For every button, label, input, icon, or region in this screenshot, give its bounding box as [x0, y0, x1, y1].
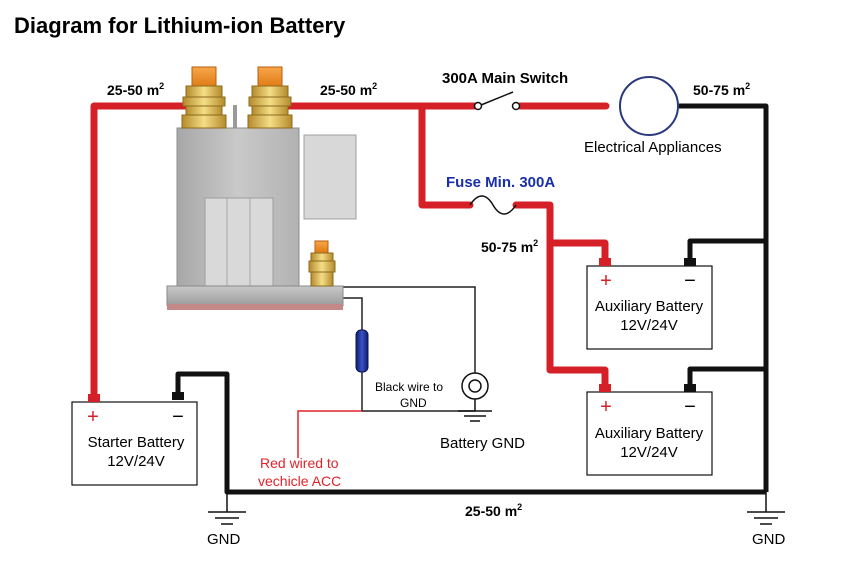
red-cables	[90, 102, 610, 397]
battery-voltage: 12V/24V	[620, 317, 678, 334]
battery-body	[586, 265, 713, 350]
terminal-cap	[191, 66, 217, 88]
negative-terminal	[172, 392, 184, 400]
battery-voltage: 12V/24V	[620, 444, 678, 461]
terminal-right	[247, 66, 293, 129]
battery-name: Auxiliary Battery	[595, 298, 704, 315]
fuse-symbol	[469, 195, 517, 215]
isolator-base	[166, 285, 344, 307]
black-wire-label-line1: Black wire to	[375, 380, 443, 394]
terminal-small	[308, 240, 336, 287]
fuse-label: Fuse Min. 300A	[446, 174, 555, 191]
isolator-pin	[233, 105, 237, 131]
positive-terminal	[599, 384, 611, 392]
battery-name: Starter Battery	[88, 434, 185, 451]
electrical-appliances-label: Electrical Appliances	[584, 139, 722, 156]
starter-negative-cable	[175, 371, 766, 495]
electrical-appliances-symbol	[619, 76, 679, 136]
cable-size-label-ground: 25-50 m2	[465, 502, 522, 519]
positive-terminal	[599, 258, 611, 266]
main-switch-label: 300A Main Switch	[442, 70, 568, 87]
black-wire-label-line2: GND	[400, 396, 427, 410]
negative-sign: −	[684, 270, 696, 292]
positive-sign: +	[87, 406, 99, 428]
terminal-cap	[314, 240, 329, 254]
page-title: Diagram for Lithium-ion Battery	[14, 13, 346, 38]
aux2-negative-cable	[687, 366, 766, 384]
red-wire-label-line2: vechicle ACC	[258, 473, 341, 489]
negative-terminal	[684, 384, 696, 392]
inline-fuse	[355, 329, 369, 373]
main-switch-symbol	[473, 91, 521, 111]
terminal-cap	[257, 66, 283, 88]
negative-terminal	[684, 258, 696, 266]
gnd-label-left: GND	[207, 531, 241, 548]
isolator-label-panel	[303, 134, 357, 220]
positive-terminal	[88, 394, 100, 402]
aux1-negative-cable	[687, 238, 766, 258]
red-wire-label-line1: Red wired to	[260, 455, 339, 471]
negative-sign: −	[172, 406, 184, 428]
battery-body	[71, 401, 198, 486]
cable-size-label-starter: 25-50 m2	[107, 81, 164, 98]
battery-isolator	[166, 66, 357, 310]
battery-gnd-label: Battery GND	[440, 435, 525, 452]
negative-sign: −	[684, 396, 696, 418]
battery-voltage: 12V/24V	[107, 453, 165, 470]
gnd-label-right: GND	[752, 531, 786, 548]
red-acc-wire	[297, 410, 362, 458]
starter-positive-cable	[90, 102, 200, 397]
gnd-symbol-left	[208, 492, 246, 525]
positive-sign: +	[600, 270, 612, 292]
control-wire-top	[340, 297, 363, 330]
black-ground-wire	[340, 286, 476, 374]
cable-size-label-aux: 50-75 m2	[481, 238, 538, 255]
appliance-return-cable	[679, 103, 769, 492]
battery-name: Auxiliary Battery	[595, 425, 704, 442]
cable-size-label-relay: 25-50 m2	[320, 81, 377, 98]
auxiliary-battery-1: + − Auxiliary Battery 12V/24V	[586, 258, 713, 350]
battery-body	[586, 391, 713, 476]
black-cables	[175, 103, 769, 495]
auxiliary-battery-2: + − Auxiliary Battery 12V/24V	[586, 384, 713, 476]
gnd-symbol-right	[747, 492, 785, 525]
ground-lug	[458, 372, 492, 422]
fuse-feed-cable	[418, 102, 474, 209]
positive-sign: +	[600, 396, 612, 418]
isolator-window	[204, 197, 274, 287]
terminal-left	[181, 66, 227, 129]
starter-battery: + − Starter Battery 12V/24V	[71, 392, 198, 486]
cable-size-label-appliance: 50-75 m2	[693, 81, 750, 98]
aux2-positive-cable	[546, 239, 609, 388]
isolator-base-edge	[167, 304, 343, 310]
